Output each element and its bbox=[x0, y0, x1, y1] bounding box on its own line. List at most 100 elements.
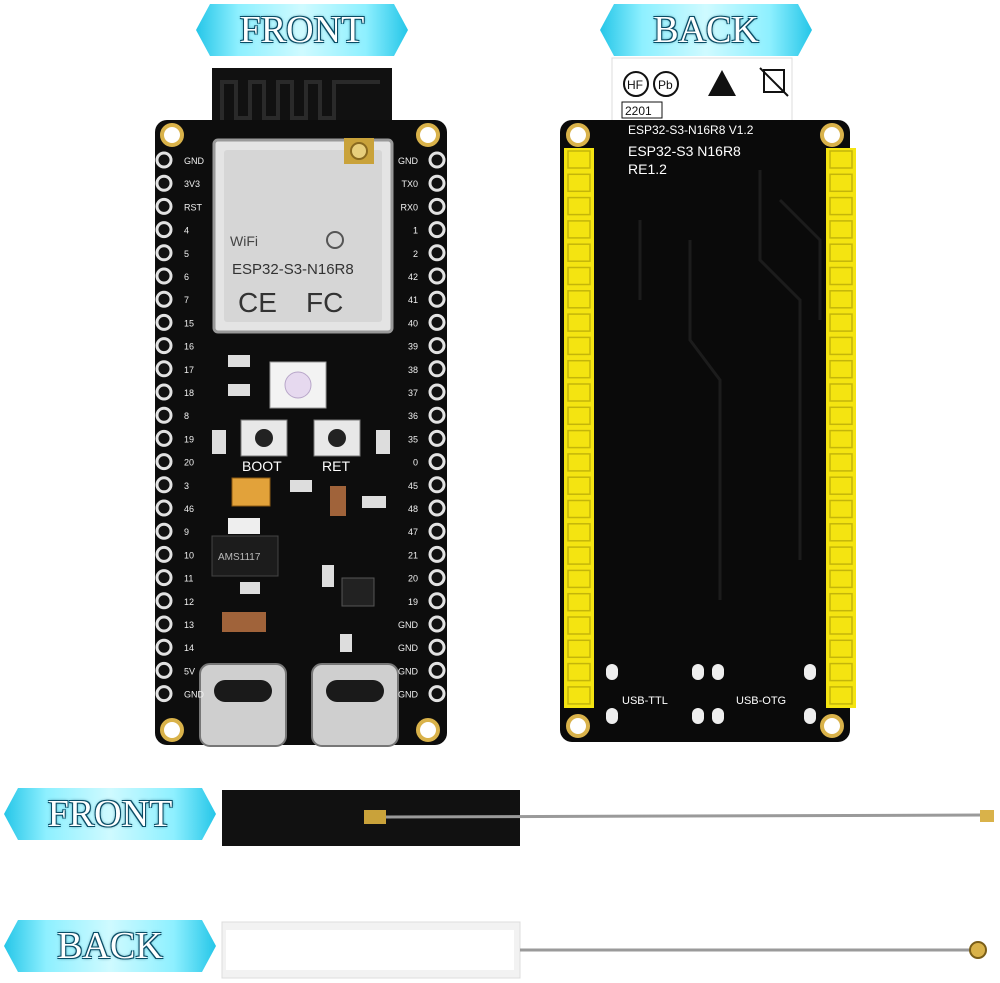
header-pin bbox=[155, 569, 173, 587]
header-pin-back bbox=[567, 313, 591, 332]
header-pin bbox=[428, 197, 446, 215]
header-pin-back bbox=[567, 662, 591, 682]
header-pin bbox=[428, 406, 446, 424]
header-pin-back bbox=[829, 639, 853, 659]
header-pin-back bbox=[829, 429, 853, 449]
header-pin bbox=[428, 174, 446, 192]
header-pin-back bbox=[829, 313, 853, 332]
pin-label: GND bbox=[184, 690, 205, 700]
header-pin-back bbox=[567, 639, 591, 659]
usb-pad bbox=[606, 664, 618, 680]
pin-label: 11 bbox=[184, 574, 193, 584]
antenna-back-adhesive bbox=[226, 930, 514, 970]
pin-label: TX0 bbox=[401, 179, 418, 189]
header-pin-back bbox=[567, 406, 591, 426]
pin-label: 5 bbox=[184, 249, 189, 259]
pin-label: 10 bbox=[184, 550, 194, 560]
header-pin-back bbox=[829, 383, 853, 402]
header-pin-back bbox=[567, 266, 591, 286]
usb-c-opening bbox=[214, 680, 272, 702]
header-pin bbox=[155, 337, 173, 355]
usb-pad bbox=[692, 664, 704, 680]
esd-warning-icon bbox=[708, 70, 736, 96]
pin-label: 15 bbox=[184, 318, 194, 328]
smd-component bbox=[228, 355, 250, 367]
pin-label: 19 bbox=[184, 434, 194, 444]
usb-c-opening bbox=[326, 680, 384, 702]
header-pin bbox=[155, 290, 173, 308]
bluetooth-icon bbox=[326, 231, 344, 249]
header-pin bbox=[155, 174, 173, 192]
pin-label: 20 bbox=[184, 458, 194, 468]
smd-component bbox=[222, 612, 266, 632]
pin-label: 6 bbox=[184, 272, 189, 282]
pin-label: 20 bbox=[408, 574, 418, 584]
pin-label: 19 bbox=[408, 597, 418, 607]
header-pin bbox=[428, 476, 446, 494]
header-pin-back bbox=[829, 290, 853, 309]
header-pin bbox=[155, 406, 173, 424]
header-pin-back bbox=[567, 686, 591, 705]
pin-label: GND bbox=[398, 666, 419, 676]
reset-button-cap[interactable] bbox=[328, 429, 346, 447]
smd-component bbox=[330, 486, 346, 516]
pin-label: 42 bbox=[408, 272, 418, 282]
mount-hole bbox=[566, 123, 590, 147]
header-pin bbox=[155, 360, 173, 378]
pin-label: 2 bbox=[413, 249, 418, 259]
ufl-plug-front bbox=[980, 810, 994, 822]
back-revision: RE1.2 bbox=[628, 161, 667, 177]
pin-label: 38 bbox=[408, 365, 418, 375]
header-pin-back bbox=[829, 336, 853, 356]
usb-ttl-label: USB-TTL bbox=[622, 695, 668, 707]
boot-button-cap[interactable] bbox=[255, 429, 273, 447]
smd-component bbox=[362, 496, 386, 508]
pin-label: 45 bbox=[408, 481, 418, 491]
weee-cross bbox=[759, 67, 789, 97]
header-pin-back bbox=[567, 150, 591, 169]
date-code-box bbox=[621, 101, 663, 119]
back-model-version: ESP32-S3-N16R8 V1.2 bbox=[628, 123, 754, 137]
header-pin bbox=[155, 661, 173, 679]
reset-button[interactable] bbox=[313, 419, 361, 457]
usb-pad bbox=[712, 708, 724, 724]
pin-label: 36 bbox=[408, 411, 418, 421]
header-pin bbox=[155, 197, 173, 215]
pin-label: GND bbox=[398, 156, 419, 166]
header-pin-back bbox=[567, 383, 591, 402]
usb-pad bbox=[692, 708, 704, 724]
header-pin bbox=[155, 221, 173, 239]
header-pin-back bbox=[567, 290, 591, 309]
ufl-socket-icon bbox=[350, 142, 368, 160]
header-pin bbox=[428, 615, 446, 633]
antenna-trace bbox=[220, 80, 380, 128]
pin-label: 37 bbox=[408, 388, 418, 398]
header-pin bbox=[428, 151, 446, 169]
front-label-top: FRONT bbox=[196, 4, 408, 56]
header-pin bbox=[428, 429, 446, 447]
header-pin-back bbox=[829, 616, 853, 635]
header-pin bbox=[428, 545, 446, 563]
mount-hole bbox=[160, 123, 184, 147]
header-pin bbox=[428, 360, 446, 378]
pin-label: GND bbox=[398, 690, 419, 700]
hf-mark: HF bbox=[627, 78, 643, 92]
back-label-antenna: BACK bbox=[4, 920, 216, 972]
header-pin bbox=[428, 569, 446, 587]
date-code: 2201 bbox=[625, 104, 652, 118]
pin-label: GND bbox=[398, 620, 419, 630]
smd-component bbox=[240, 582, 260, 594]
voltage-regulator bbox=[211, 535, 279, 577]
header-pin bbox=[155, 638, 173, 656]
header-pin-back bbox=[829, 173, 853, 193]
header-pin-back bbox=[567, 453, 591, 472]
header-pin bbox=[155, 592, 173, 610]
mount-hole bbox=[820, 123, 844, 147]
header-left-yellow bbox=[564, 148, 594, 708]
header-pin bbox=[155, 685, 173, 703]
header-pin-back bbox=[829, 569, 853, 589]
header-pin-back bbox=[567, 523, 591, 542]
pin-label: 17 bbox=[184, 365, 194, 375]
